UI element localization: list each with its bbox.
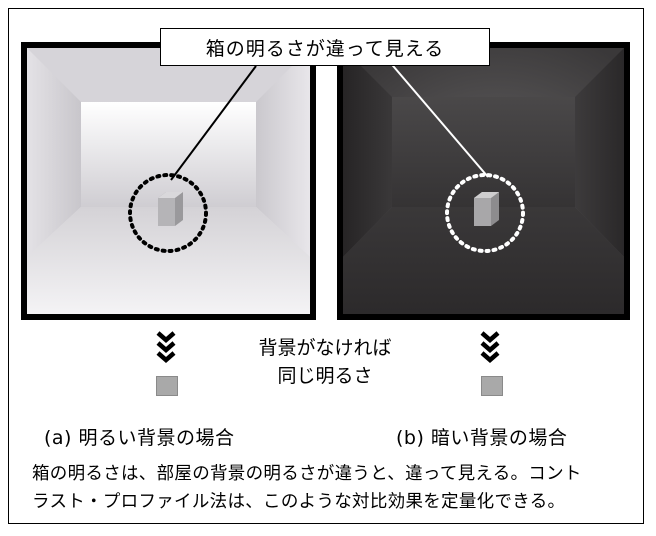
double-chevron-down-icon (156, 331, 176, 363)
description-line2: ラスト・プロファイル法は、このような対比効果を定量化できる。 (32, 492, 566, 512)
figure-frame (8, 8, 644, 524)
center-note-line2: 同じ明るさ (277, 365, 373, 387)
callout-label: 箱の明るさが違って見える (160, 28, 490, 66)
description-line1: 箱の明るさは、部屋の背景の明るさが違うと、違って見える。コント (32, 464, 582, 484)
bright-room-image (21, 42, 316, 320)
double-chevron-down-icon (480, 331, 500, 363)
gray-swatch-a (156, 376, 178, 396)
caption-b: (b) 暗い背景の場合 (396, 427, 568, 449)
callout-text: 箱の明るさが違って見える (205, 37, 445, 60)
gray-swatch-b (481, 376, 503, 396)
caption-a: (a) 明るい背景の場合 (44, 427, 235, 449)
dark-room-image (337, 42, 630, 320)
center-note-line1: 背景がなければ (258, 337, 392, 359)
center-note: 背景がなければ 同じ明るさ (225, 334, 425, 390)
description: 箱の明るさは、部屋の背景の明るさが違うと、違って見える。コント ラスト・プロファ… (32, 460, 632, 516)
